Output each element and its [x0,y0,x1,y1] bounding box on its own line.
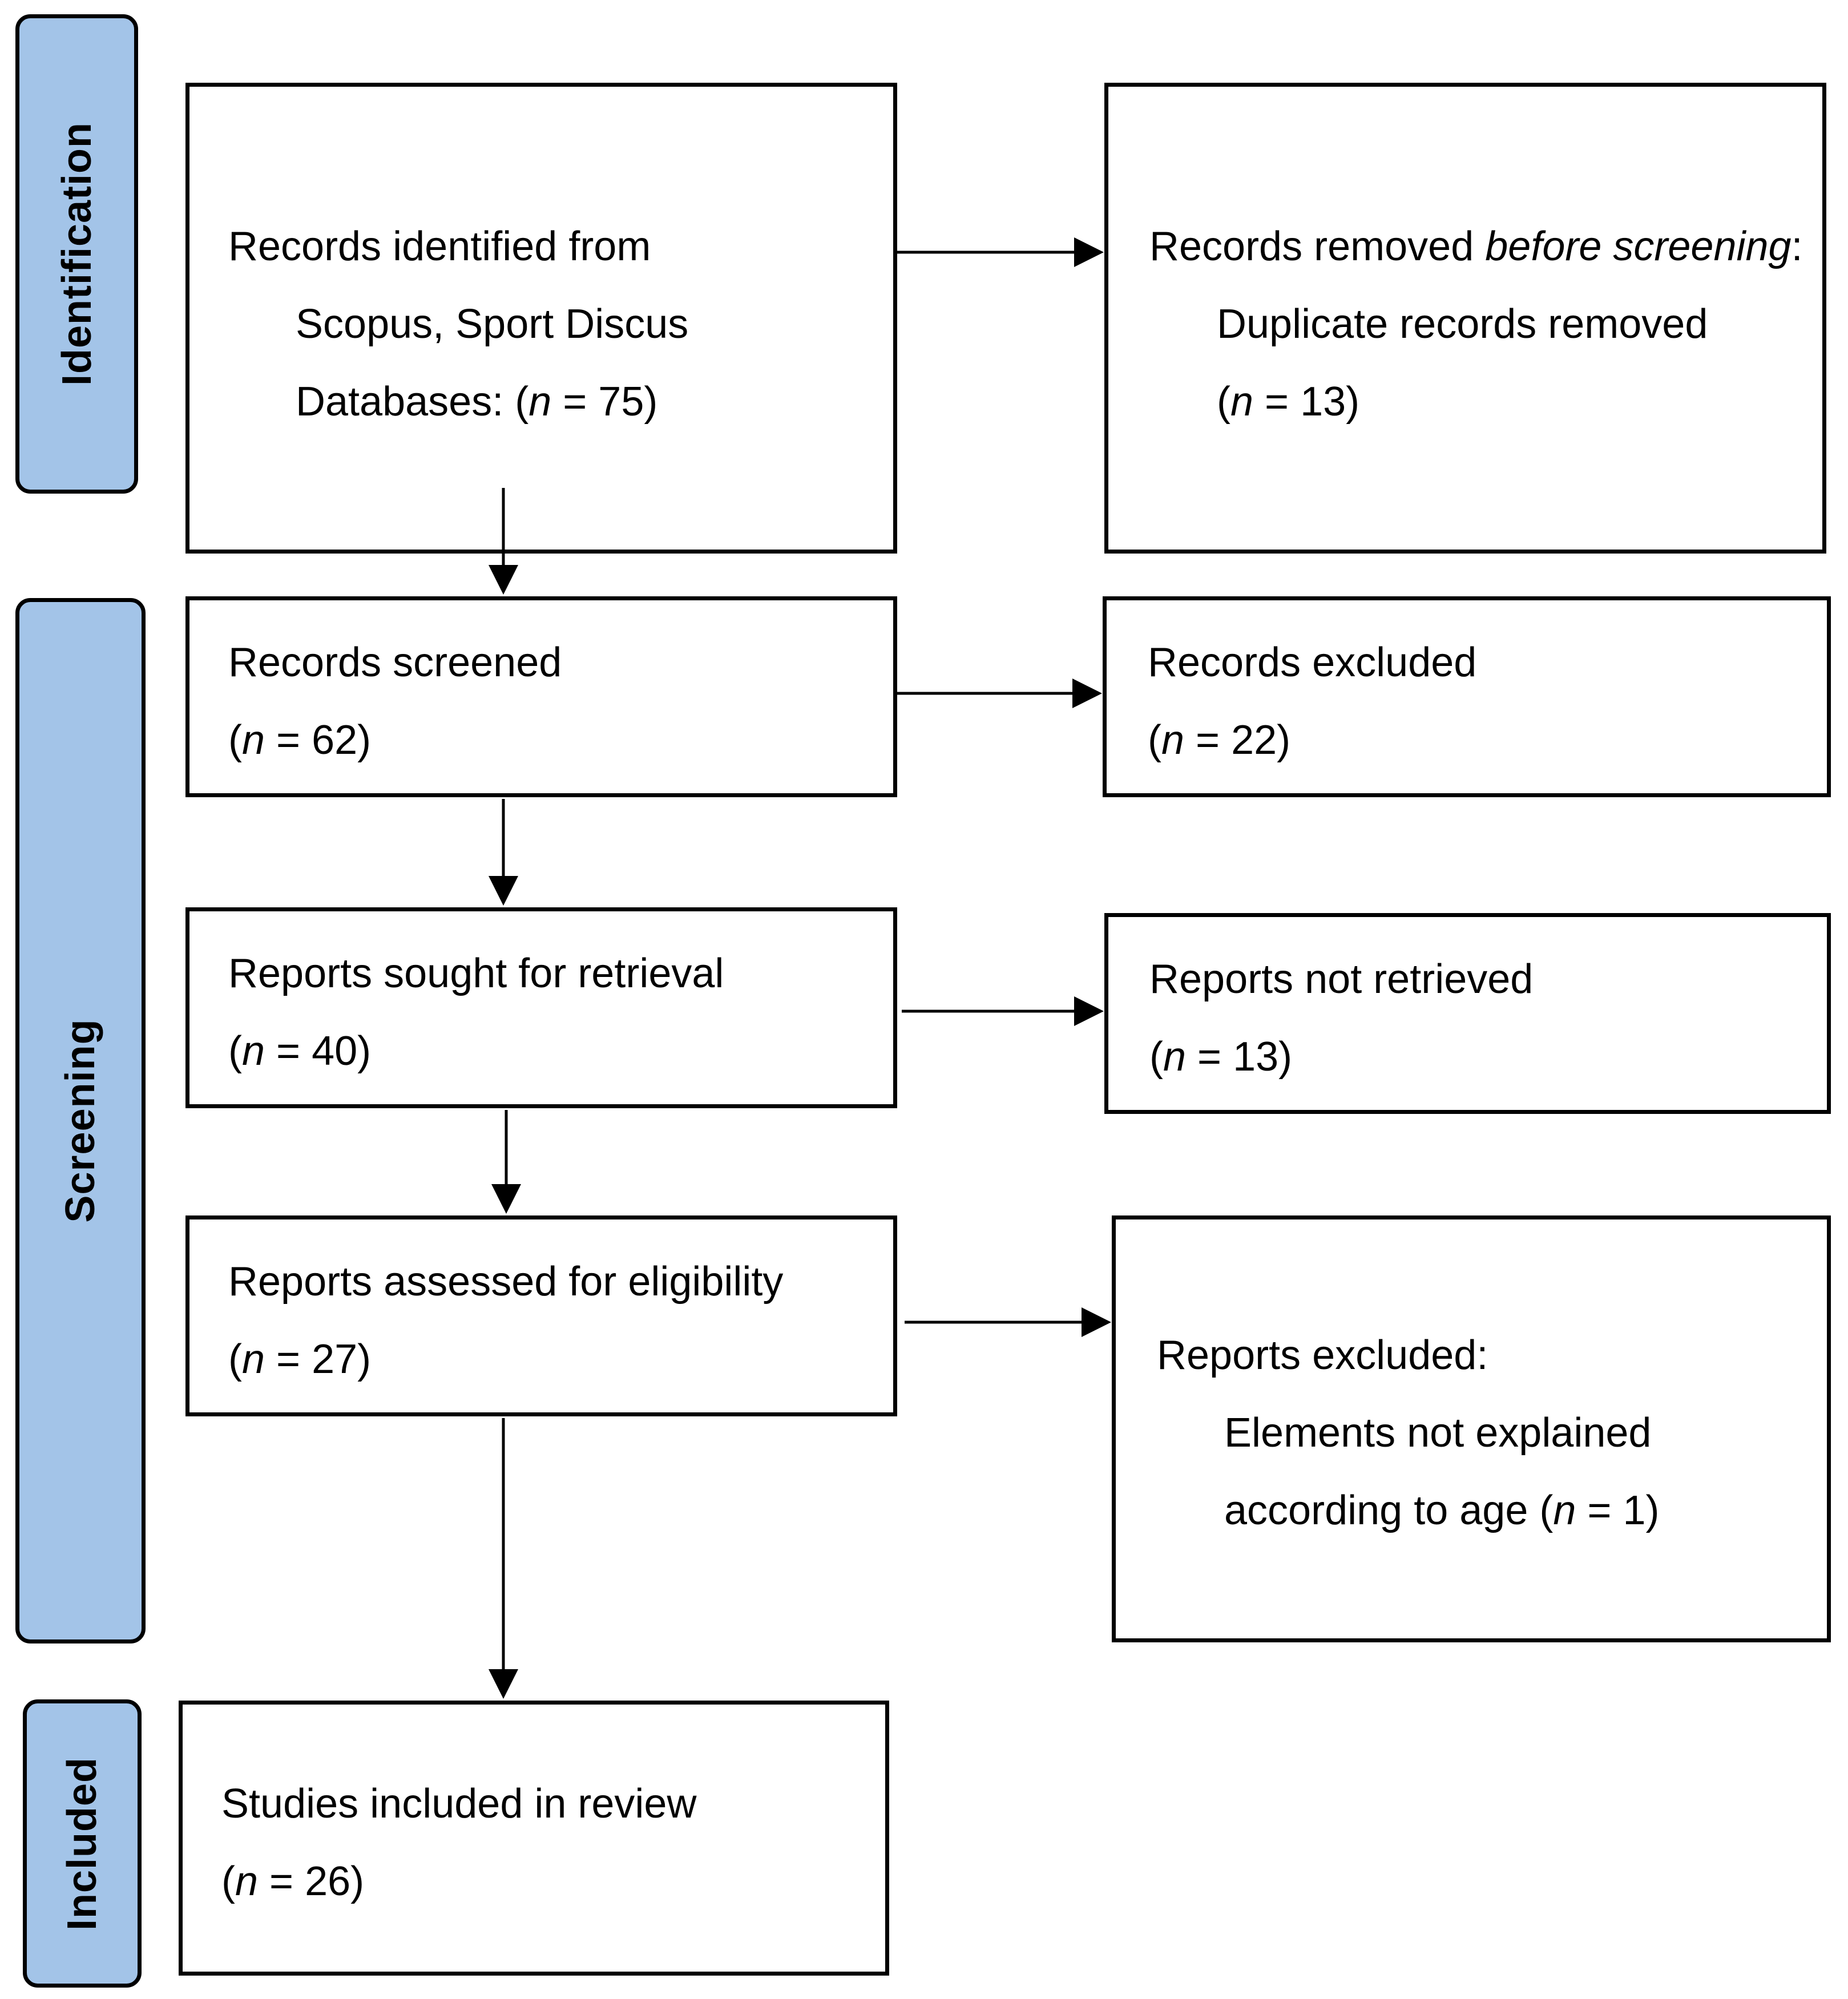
box-reports-not-retrieved: Reports not retrieved (n = 13) [1104,913,1831,1114]
phase-identification: Identification [15,14,138,494]
not-retrieved-line-1: Reports not retrieved [1149,959,1533,1000]
assessed-count: = 27) [265,1336,372,1382]
assessed-line-1: Reports assessed for eligibility [228,1261,783,1302]
removed-count: = 13) [1253,379,1360,425]
reports-excluded-n: n [1553,1488,1576,1533]
removed-line-1: Records removed before screening: [1149,226,1803,267]
identified-text-2: Scopus, Sport Discus [296,301,689,347]
box-records-excluded: Records excluded (n = 22) [1103,596,1831,797]
not-retrieved-line-2: (n = 13) [1149,1036,1292,1077]
assessed-text-1: Reports assessed for eligibility [228,1259,784,1305]
assessed-n: n [241,1336,265,1382]
identified-count: = 75) [551,379,658,425]
arrowhead-screened-to-sought [489,876,518,906]
screened-text-2a: ( [228,717,242,763]
reports-excluded-line-3: according to age (n = 1) [1157,1490,1659,1531]
excluded-line-1: Records excluded [1148,642,1476,683]
included-n: n [235,1859,259,1904]
box-records-identified: Records identified from Scopus, Sport Di… [185,83,897,554]
removed-text-1a: Records removed [1149,224,1486,269]
not-retrieved-text-2a: ( [1149,1034,1163,1080]
phase-included: Included [23,1699,142,1988]
reports-excluded-text-1: Reports excluded: [1157,1332,1488,1378]
removed-text-2: Duplicate records removed [1217,301,1708,347]
screened-line-2: (n = 62) [228,720,371,761]
not-retrieved-count: = 13) [1186,1034,1293,1080]
sought-count: = 40) [265,1028,372,1074]
box-studies-included: Studies included in review (n = 26) [179,1701,889,1976]
excluded-count: = 22) [1184,717,1291,763]
removed-text-3a: ( [1217,379,1230,425]
removed-n: n [1230,379,1254,425]
sought-n: n [241,1028,265,1074]
included-text-2a: ( [221,1859,235,1904]
excluded-text-2a: ( [1148,717,1161,763]
removed-text-1c: : [1791,224,1803,269]
excluded-line-2: (n = 22) [1148,720,1290,761]
sought-text-2a: ( [228,1028,242,1074]
included-line-2: (n = 26) [221,1861,364,1902]
identified-text-3a: Databases: ( [296,379,529,425]
reports-excluded-line-1: Reports excluded: [1157,1335,1488,1376]
screened-n: n [241,717,265,763]
box-records-screened: Records screened (n = 62) [185,596,897,797]
arrowhead-assessed-to-reports-excluded [1082,1307,1111,1337]
not-retrieved-text-1: Reports not retrieved [1149,956,1534,1002]
arrowhead-sought-to-assessed [491,1184,521,1214]
excluded-n: n [1161,717,1185,763]
arrowhead-assessed-to-included [489,1669,518,1699]
arrowhead-identified-to-removed [1074,237,1104,267]
removed-line-2: Duplicate records removed [1149,304,1708,345]
identified-line-2: Scopus, Sport Discus [228,304,688,345]
included-text-1: Studies included in review [221,1781,697,1827]
excluded-text-1: Records excluded [1148,640,1477,685]
reports-excluded-count: = 1) [1576,1488,1660,1533]
arrowhead-sought-to-not-retrieved [1074,996,1104,1026]
arrowhead-screened-to-excluded [1072,679,1102,708]
not-retrieved-n: n [1163,1034,1187,1080]
identified-line-3: Databases: (n = 75) [228,381,657,422]
included-line-1: Studies included in review [221,1783,696,1824]
box-records-removed: Records removed before screening: Duplic… [1104,83,1826,554]
screened-count: = 62) [265,717,372,763]
sought-line-2: (n = 40) [228,1031,371,1072]
assessed-text-2a: ( [228,1336,242,1382]
screened-line-1: Records screened [228,642,562,683]
removed-line-3: (n = 13) [1149,381,1359,422]
phase-screening: Screening [15,598,146,1643]
arrowhead-identified-to-screened [489,565,518,595]
reports-excluded-text-2: Elements not explained [1224,1410,1652,1456]
sought-line-1: Reports sought for retrieval [228,953,724,994]
box-reports-excluded: Reports excluded: Elements not explained… [1112,1215,1831,1642]
reports-excluded-text-3a: according to age ( [1224,1488,1554,1533]
reports-excluded-line-2: Elements not explained [1157,1412,1651,1453]
screened-text-1: Records screened [228,640,562,685]
identified-line-1: Records identified from [228,226,651,267]
identified-n: n [528,379,552,425]
box-reports-assessed: Reports assessed for eligibility (n = 27… [185,1215,897,1416]
assessed-line-2: (n = 27) [228,1339,371,1380]
box-reports-sought: Reports sought for retrieval (n = 40) [185,907,897,1108]
identified-text-1: Records identified from [228,224,651,269]
sought-text-1: Reports sought for retrieval [228,951,724,996]
included-count: = 26) [258,1859,365,1904]
removed-text-1b: before screening [1485,224,1791,269]
